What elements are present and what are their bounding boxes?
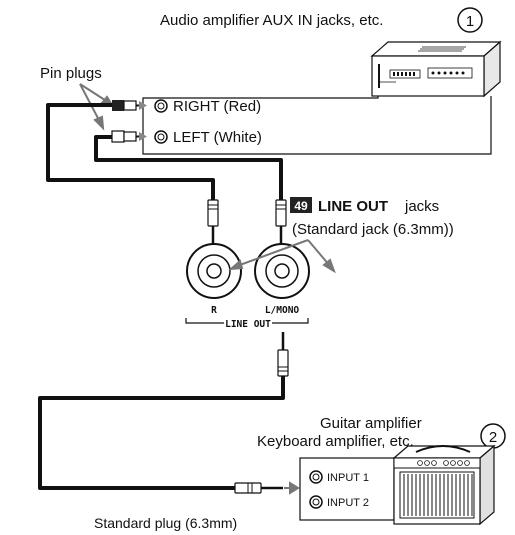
lineout-badge: 49 [290, 197, 312, 213]
input1-label: INPUT 1 [327, 472, 369, 484]
jack-r-label: R [211, 305, 217, 316]
left-white-label: LEFT (White) [173, 129, 262, 146]
standard-plug-lower-icon [277, 332, 289, 377]
audio-amplifier-caption: Audio amplifier AUX IN jacks, etc. [160, 12, 383, 29]
standard-plug-lmono-icon [275, 199, 287, 248]
step-2-marker: 2 [480, 423, 506, 449]
audio-amplifier-icon [370, 40, 502, 98]
guitar-amplifier-label: Guitar amplifier [320, 415, 422, 432]
right-red-label: RIGHT (Red) [173, 98, 261, 115]
lineout-jacks-title: LINE OUT [318, 198, 388, 215]
jack-pointer-arrows [228, 239, 336, 274]
lineout-bracket [185, 318, 309, 324]
standard-plug-label: Standard plug (6.3mm) [94, 515, 237, 531]
lineout-bracket-label: LINE OUT [225, 319, 271, 330]
step-1-marker: 1 [457, 7, 483, 33]
pin-plugs-label: Pin plugs [40, 65, 102, 82]
keyboard-amplifier-label: Keyboard amplifier, etc. [257, 433, 414, 450]
svg-text:1: 1 [466, 13, 474, 30]
jack-right-icon [154, 99, 168, 113]
svg-text:2: 2 [489, 429, 497, 446]
standard-plug-horizontal-icon [234, 482, 283, 494]
rca-cables [46, 103, 283, 200]
input2-label: INPUT 2 [327, 497, 369, 509]
rca-plug-right-icon [112, 100, 147, 111]
lineout-jack-lmono [254, 243, 310, 299]
aux-in-panel [142, 96, 492, 155]
jack-left-icon [154, 130, 168, 144]
input1-jack-icon [309, 470, 323, 484]
rca-plug-left-icon [111, 130, 147, 143]
lineout-jack-r [186, 243, 242, 299]
input2-jack-icon [309, 495, 323, 509]
guitar-cable [38, 376, 285, 490]
plug-to-input-arrow [284, 481, 300, 495]
standard-plug-r-icon [207, 199, 219, 248]
svg-text:49: 49 [294, 199, 308, 213]
guitar-amplifier-icon [299, 444, 496, 526]
lineout-jacks-suffix: jacks [404, 198, 439, 215]
standard-jack-label: (Standard jack (6.3mm)) [292, 221, 454, 238]
jack-lmono-label: L/MONO [265, 305, 300, 316]
